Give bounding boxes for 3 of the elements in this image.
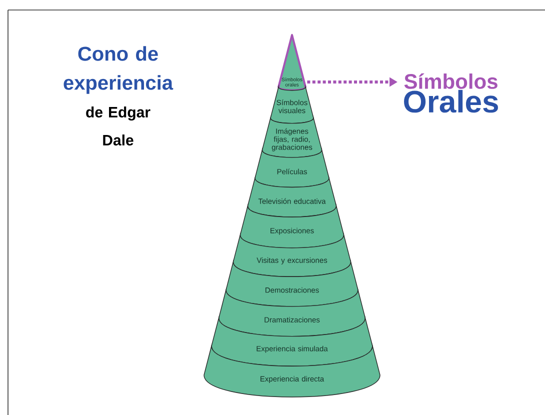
callout-text: Símbolos Orales bbox=[404, 73, 498, 113]
subtitle: de Edgar Dale bbox=[86, 106, 150, 146]
title: Cono de experiencia bbox=[64, 46, 174, 94]
